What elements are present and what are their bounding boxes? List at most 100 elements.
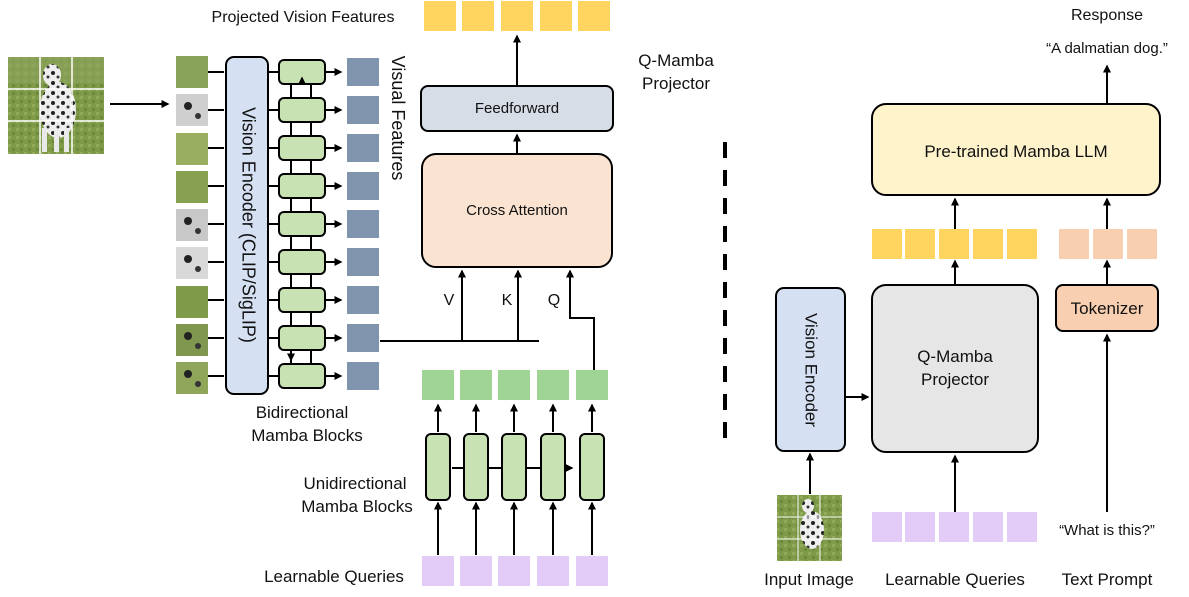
learnable-query-token xyxy=(498,556,530,586)
patch-spot xyxy=(195,381,201,387)
visual-feature-token xyxy=(347,172,379,200)
mamba-query-token xyxy=(460,370,492,400)
k-label: K xyxy=(502,292,513,309)
visual-features-label: Visual Features xyxy=(388,56,408,181)
visual-feature-token xyxy=(347,210,379,238)
pretrained-llm-box xyxy=(871,103,1161,196)
image-patches xyxy=(176,56,208,394)
visual-feature-token xyxy=(347,286,379,314)
image-patch xyxy=(176,56,208,88)
vision-encoder-box xyxy=(775,287,846,452)
vision-encoder-clip-label: Vision Encoder (CLIP/SigLIP) xyxy=(238,107,258,343)
learnable-query-token xyxy=(537,556,569,586)
projected-vision-token xyxy=(1007,229,1037,259)
projected-feature-token xyxy=(424,1,456,31)
bidirectional-mamba-block xyxy=(278,211,326,237)
bidirectional-mamba-block xyxy=(278,249,326,275)
projected-vision-token xyxy=(872,229,902,259)
bidirectional-mamba-block xyxy=(278,173,326,199)
tokenizer-box xyxy=(1055,284,1159,332)
unidirectional-mamba-block xyxy=(501,433,527,501)
text-token xyxy=(1127,229,1157,259)
projected-vision-features-label: Projected Vision Features xyxy=(212,9,395,26)
text-prompt-label: Text Prompt xyxy=(1062,570,1153,589)
text-token xyxy=(1093,229,1123,259)
response-text: “A dalmatian dog.” xyxy=(1046,40,1168,57)
unidirectional-mamba-stack xyxy=(422,370,608,586)
visual-feature-token xyxy=(347,362,379,390)
bidirectional-mamba-block xyxy=(278,363,326,389)
patch-spot xyxy=(184,217,192,225)
q-mamba-projector-box xyxy=(871,284,1039,453)
mamba-query-token xyxy=(498,370,530,400)
projected-feature-token xyxy=(501,1,533,31)
text-prompt-value: “What is this?” xyxy=(1059,522,1155,539)
bidirectional-mamba-block xyxy=(278,325,326,351)
learnable-query-token xyxy=(422,556,454,586)
image-patch xyxy=(176,247,208,279)
q-arrow xyxy=(566,269,595,370)
learnable-query-token xyxy=(576,556,608,586)
bidirectional-mamba-block xyxy=(278,135,326,161)
learnable-query-token-right xyxy=(973,512,1003,542)
unidirectional-mamba-block xyxy=(425,433,451,501)
visual-feature-token xyxy=(347,248,379,276)
visual-feature-token xyxy=(347,134,379,162)
visual-feature-token xyxy=(347,96,379,124)
projector-label-line2: Projector xyxy=(921,370,989,389)
projected-vision-token xyxy=(973,229,1003,259)
visual-feature-token xyxy=(347,58,379,86)
projected-feature-token xyxy=(462,1,494,31)
q-mamba-projector-title-line1: Q-Mamba xyxy=(638,51,714,70)
v-label: V xyxy=(444,292,455,309)
bidirectional-mamba-block xyxy=(278,97,326,123)
learnable-query-token-right xyxy=(905,512,935,542)
patch-spot xyxy=(195,343,201,349)
learnable-queries-label-right: Learnable Queries xyxy=(885,570,1025,589)
right-input-image xyxy=(777,495,842,561)
bidirectional-mamba-stack xyxy=(208,58,379,390)
mamba-query-token xyxy=(576,370,608,400)
learnable-query-token xyxy=(460,556,492,586)
patch-spot xyxy=(184,370,192,378)
bidirectional-label-line2: Mamba Blocks xyxy=(251,426,362,445)
learnable-query-token-right xyxy=(1007,512,1037,542)
patch-spot xyxy=(184,332,192,340)
image-patch xyxy=(176,209,208,241)
projected-feature-token xyxy=(578,1,610,31)
input-image-grid xyxy=(8,57,104,154)
q-mamba-projector-title-line2: Projector xyxy=(642,74,710,93)
pretrained-llm-label: Pre-trained Mamba LLM xyxy=(924,142,1107,161)
dalmatian-figure xyxy=(40,64,76,152)
bidirectional-label-line1: Bidirectional xyxy=(256,403,349,422)
response-label: Response xyxy=(1071,7,1143,24)
patch-spot xyxy=(195,113,201,119)
unidirectional-label-line1: Unidirectional xyxy=(304,474,407,493)
projected-vision-token xyxy=(905,229,935,259)
text-token xyxy=(1059,229,1089,259)
image-patch xyxy=(176,362,208,394)
patch-spot xyxy=(184,255,192,263)
visual-feature-token xyxy=(347,324,379,352)
right-token-rows xyxy=(872,229,1157,542)
vision-encoder-label: Vision Encoder xyxy=(802,313,821,427)
vision-encoder-clip-box xyxy=(225,56,269,395)
unidirectional-mamba-block xyxy=(579,433,605,501)
patch-spot xyxy=(184,102,192,110)
patch-spot xyxy=(195,266,201,272)
unidirectional-mamba-block xyxy=(463,433,489,501)
image-patch xyxy=(176,94,208,126)
image-patch xyxy=(176,324,208,356)
patch-spot xyxy=(195,228,201,234)
projector-label-line1: Q-Mamba xyxy=(917,347,993,366)
mamba-query-token xyxy=(422,370,454,400)
image-patch xyxy=(176,171,208,203)
image-patch xyxy=(176,133,208,165)
input-image-label: Input Image xyxy=(764,570,854,589)
unidirectional-label-line2: Mamba Blocks xyxy=(301,497,412,516)
learnable-query-token-right xyxy=(939,512,969,542)
learnable-queries-label-left: Learnable Queries xyxy=(264,567,404,586)
q-label: Q xyxy=(548,292,560,309)
tokenizer-label: Tokenizer xyxy=(1071,299,1144,318)
